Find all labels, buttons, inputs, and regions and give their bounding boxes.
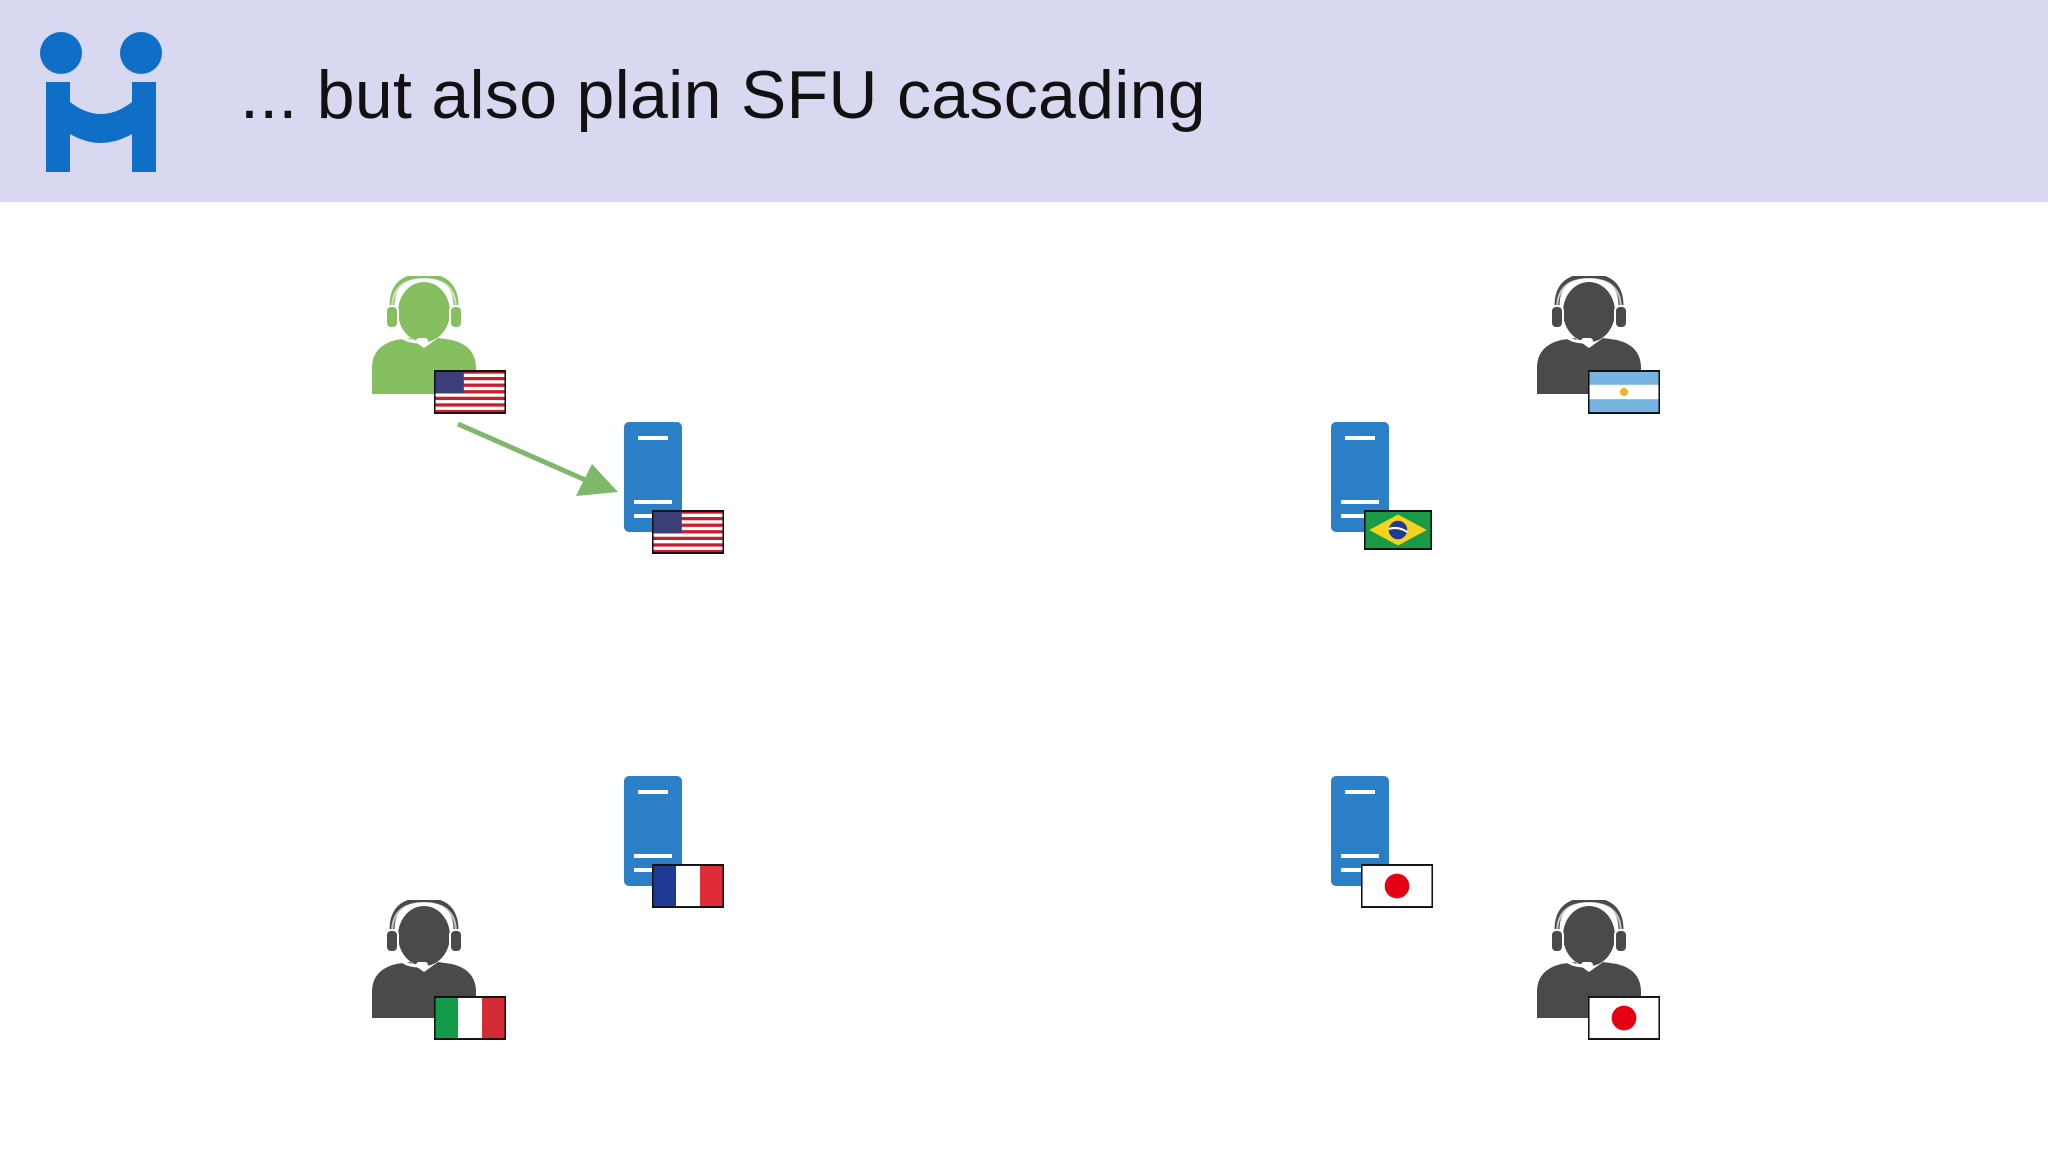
matrix-logo-icon <box>40 32 162 172</box>
server-japan <box>1331 776 1433 908</box>
user-usa <box>372 276 506 414</box>
sfu-cascading-diagram <box>0 202 1660 1040</box>
slide-title: ... but also plain SFU cascading <box>240 57 1206 133</box>
server-france <box>624 776 724 908</box>
japan-flag-icon <box>1361 864 1433 908</box>
usa-flag-icon <box>434 370 506 414</box>
italy-flag-icon <box>434 996 506 1040</box>
connection-arrow <box>456 421 618 496</box>
server-brazil <box>1331 422 1432 550</box>
japan-flag-icon <box>1588 996 1660 1040</box>
usa-flag-icon <box>652 510 724 554</box>
slide-header: ... but also plain SFU cascading <box>0 0 2048 202</box>
user-italy <box>372 900 506 1040</box>
france-flag-icon <box>652 864 724 908</box>
user-argentina <box>1537 276 1660 414</box>
arrow-line <box>456 421 592 485</box>
arrow-icon <box>576 464 618 496</box>
user-japan <box>1537 900 1660 1040</box>
argentina-flag-icon <box>1588 370 1660 414</box>
server-usa <box>624 422 724 554</box>
brazil-flag-icon <box>1364 510 1432 550</box>
